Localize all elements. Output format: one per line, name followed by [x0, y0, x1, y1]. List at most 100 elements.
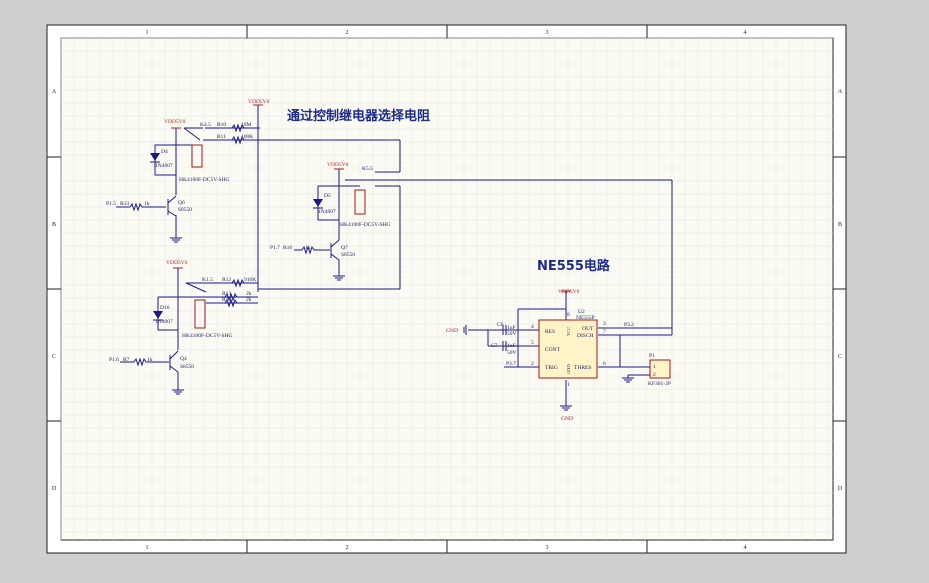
ne555-pinnum-disch: 7 [603, 329, 606, 335]
relay2-transistor-part: S8550 [341, 252, 355, 258]
relay3-k-label: K1.5 [202, 277, 213, 283]
col-label-top-2: 2 [346, 30, 349, 36]
gnd-left-label: GND [446, 328, 458, 334]
relay3-r-bottom: R14 [222, 297, 231, 303]
relay3-r-bottom-val: 2k [246, 297, 252, 303]
relay1-base-res: R13 [120, 201, 129, 207]
ne555-pinnum-cont: 5 [531, 340, 534, 346]
ne555-pin-out: OUT [582, 326, 594, 332]
relay2-base-net: P1.7 [270, 245, 280, 251]
ne555-vdd: VDD5V0 [558, 289, 580, 295]
ne555-pin-vcc: VCC [566, 327, 571, 336]
relay-circuit-1 [116, 123, 260, 243]
col-label-bottom-3: 3 [546, 545, 549, 551]
col-label-bottom-2: 2 [346, 545, 349, 551]
relay1-r-top: R10 [217, 122, 226, 128]
relay2-transistor: Q7 [341, 245, 348, 251]
ne555-pinnum-gnd: 1 [567, 382, 570, 388]
ne555-pinnum-thres: 6 [603, 361, 606, 367]
relay3-r-mid-val: 2k [246, 291, 252, 297]
ne555-pin-res: RES [545, 329, 555, 335]
ne555-circuit [463, 290, 672, 411]
row-label-right-D: D [838, 486, 843, 492]
c7-value: 1uF [507, 343, 516, 349]
relay2-vdd: VDD5V0 [327, 162, 349, 168]
relay2-diode: D5 [324, 193, 331, 199]
ne555-pinnum-res: 4 [531, 324, 534, 330]
zone-labels: 1 2 3 4 1 2 3 4 A B C D A B C D [52, 30, 843, 551]
relay3-transistor: Q4 [180, 356, 187, 362]
row-label-left-B: B [52, 222, 56, 228]
c6-ref: C6 [497, 322, 504, 328]
title-ne555: NE555电路 [537, 258, 611, 274]
trig-net-label: P3.7 [506, 361, 516, 367]
relay1-k-label: K4.5 [200, 122, 211, 128]
row-label-left-A: A [52, 89, 57, 95]
col-label-top-4: 4 [744, 30, 747, 36]
col-label-bottom-1: 1 [146, 545, 149, 551]
col-label-bottom-4: 4 [744, 545, 747, 551]
drawing-area [60, 37, 834, 541]
relay1-transistor: Q6 [178, 200, 185, 206]
relay3-r-mid: R13 [222, 291, 231, 297]
relay2-base-res: R16 [283, 245, 292, 251]
c6-value: 1uF [507, 325, 516, 331]
ne555-pinnum-out: 3 [603, 321, 606, 327]
connector-pin1: 1 [653, 364, 656, 370]
zone-dividers [47, 25, 846, 553]
c7-ref: C7 [491, 343, 498, 349]
ne555-part: NE555P [576, 315, 595, 321]
out-net-label: P3.2 [624, 322, 634, 328]
row-label-right-B: B [838, 222, 842, 228]
relay3-r-top-val: 910K [244, 277, 256, 283]
ne555-pin-trig: TRIG [545, 365, 558, 371]
relay3-relay-part: HK4100F-DC5V-SHG [182, 333, 233, 339]
ne555-pin-disch: DISCH [577, 333, 594, 339]
relay1-base-net: P1.5 [106, 201, 116, 207]
relay1-r-bottom-val: 100K [241, 134, 253, 140]
row-label-left-D: D [52, 486, 57, 492]
diode-d5-symbol [313, 199, 323, 207]
relay-circuit-2 [294, 168, 673, 335]
connector-pin2: 2 [653, 372, 656, 378]
relay1-diode: D4 [161, 149, 168, 155]
gnd-bottom-label: GND [561, 416, 573, 422]
ne555-pinnum-vcc: 8 [567, 312, 570, 318]
relay3-base-res: R7 [123, 357, 130, 363]
top-vdd-bus [253, 104, 401, 292]
relay2-diode-part: 1N4007 [318, 209, 336, 215]
relay2-k-label: K5.5 [362, 166, 373, 172]
relay2-base-res-val: 1k [305, 245, 311, 251]
ne555-pinnum-trig: 2 [531, 361, 534, 367]
relay1-transistor-part: S8550 [178, 207, 192, 213]
relay2-relay-part: HK4100F-DC5V-SHG [340, 222, 391, 228]
relay1-vdd: VDD5V0 [164, 119, 186, 125]
c6-voltage: 50V [507, 331, 517, 337]
relay1-relay-part: HK4100F-DC5V-SHG [179, 177, 230, 183]
row-label-right-C: C [838, 354, 842, 360]
relay3-diode-part: 1N4007 [155, 319, 173, 325]
ne555-chip [538, 319, 598, 379]
c7-voltage: 50V [507, 350, 517, 356]
row-label-left-C: C [52, 354, 56, 360]
connector-ref: P1 [649, 353, 655, 359]
ne555-pin-cont: CONT [545, 347, 561, 353]
connector-p1 [649, 359, 671, 379]
relay3-transistor-part: S8550 [180, 364, 194, 370]
ne555-pin-thres: THRES [574, 365, 591, 371]
title-relay-resistor: 通过控制继电器选择电阻 [287, 108, 430, 124]
col-label-top-1: 1 [146, 30, 149, 36]
diode-d16-symbol [153, 311, 163, 319]
relay1-r-bottom: R11 [217, 134, 226, 140]
relay1-base-res-val: 1k [144, 201, 150, 207]
relay3-diode: D16 [160, 305, 170, 311]
relay1-diode-part: 1N4007 [155, 163, 173, 169]
relay1-r-top-val: 10M [241, 122, 252, 128]
relay3-vdd: VDD5V0 [166, 260, 188, 266]
top-vdd-label: VDD5V0 [248, 99, 270, 105]
relay3-base-net: P1.6 [109, 357, 119, 363]
relay3-base-res-val: 1k [147, 357, 153, 363]
relay-circuit-3 [120, 267, 400, 395]
ne555-ref: U2 [578, 309, 585, 315]
